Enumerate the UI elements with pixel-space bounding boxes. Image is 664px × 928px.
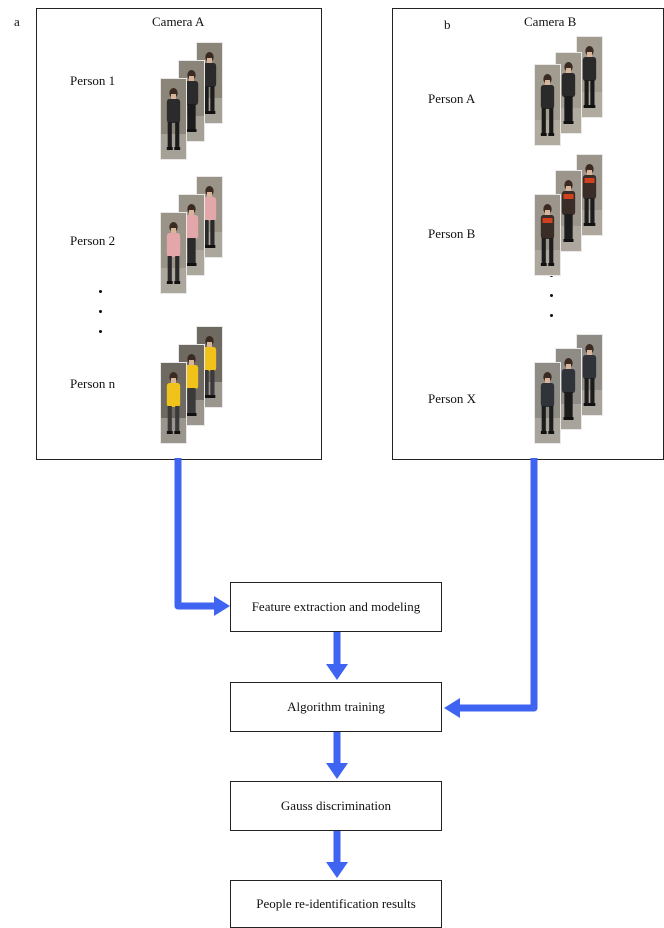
panel-b-letter: b — [444, 17, 451, 32]
person-a-label: Person A — [428, 91, 476, 106]
person-photo-frame — [160, 362, 187, 444]
ellipsis-dot — [550, 294, 553, 297]
person-x-label: Person X — [428, 391, 477, 406]
arrowhead — [326, 862, 348, 878]
ellipsis-dot — [99, 310, 102, 313]
camera-b-title: Camera B — [524, 14, 577, 29]
feature-extraction-box: Feature extraction and modeling — [230, 582, 442, 632]
camera-a-title: Camera A — [152, 14, 205, 29]
ellipsis-dot — [99, 330, 102, 333]
camera-a-connector — [174, 458, 214, 610]
gauss-discrimination-box: Gauss discrimination — [230, 781, 442, 831]
arrowhead — [444, 698, 460, 718]
arrowhead — [214, 596, 230, 616]
person-1-label: Person 1 — [70, 73, 116, 88]
person-photo-frame — [534, 194, 561, 276]
algorithm-training-box: Algorithm training — [230, 682, 442, 732]
ellipsis-dot — [99, 290, 102, 293]
ellipsis-dot — [550, 314, 553, 317]
person-photo-frame — [160, 78, 187, 160]
person-photo-frame — [160, 212, 187, 294]
arrowhead — [326, 664, 348, 680]
camera-b-connector — [460, 458, 538, 712]
person-b-label: Person B — [428, 226, 476, 241]
panel-a-letter: a — [14, 14, 20, 29]
person-photo-frame — [534, 362, 561, 444]
reid-results-box: People re-identification results — [230, 880, 442, 928]
person-photo-frame — [534, 64, 561, 146]
arrowhead — [326, 763, 348, 779]
person-2-label: Person 2 — [70, 233, 116, 248]
person-n-label: Person n — [70, 376, 116, 391]
